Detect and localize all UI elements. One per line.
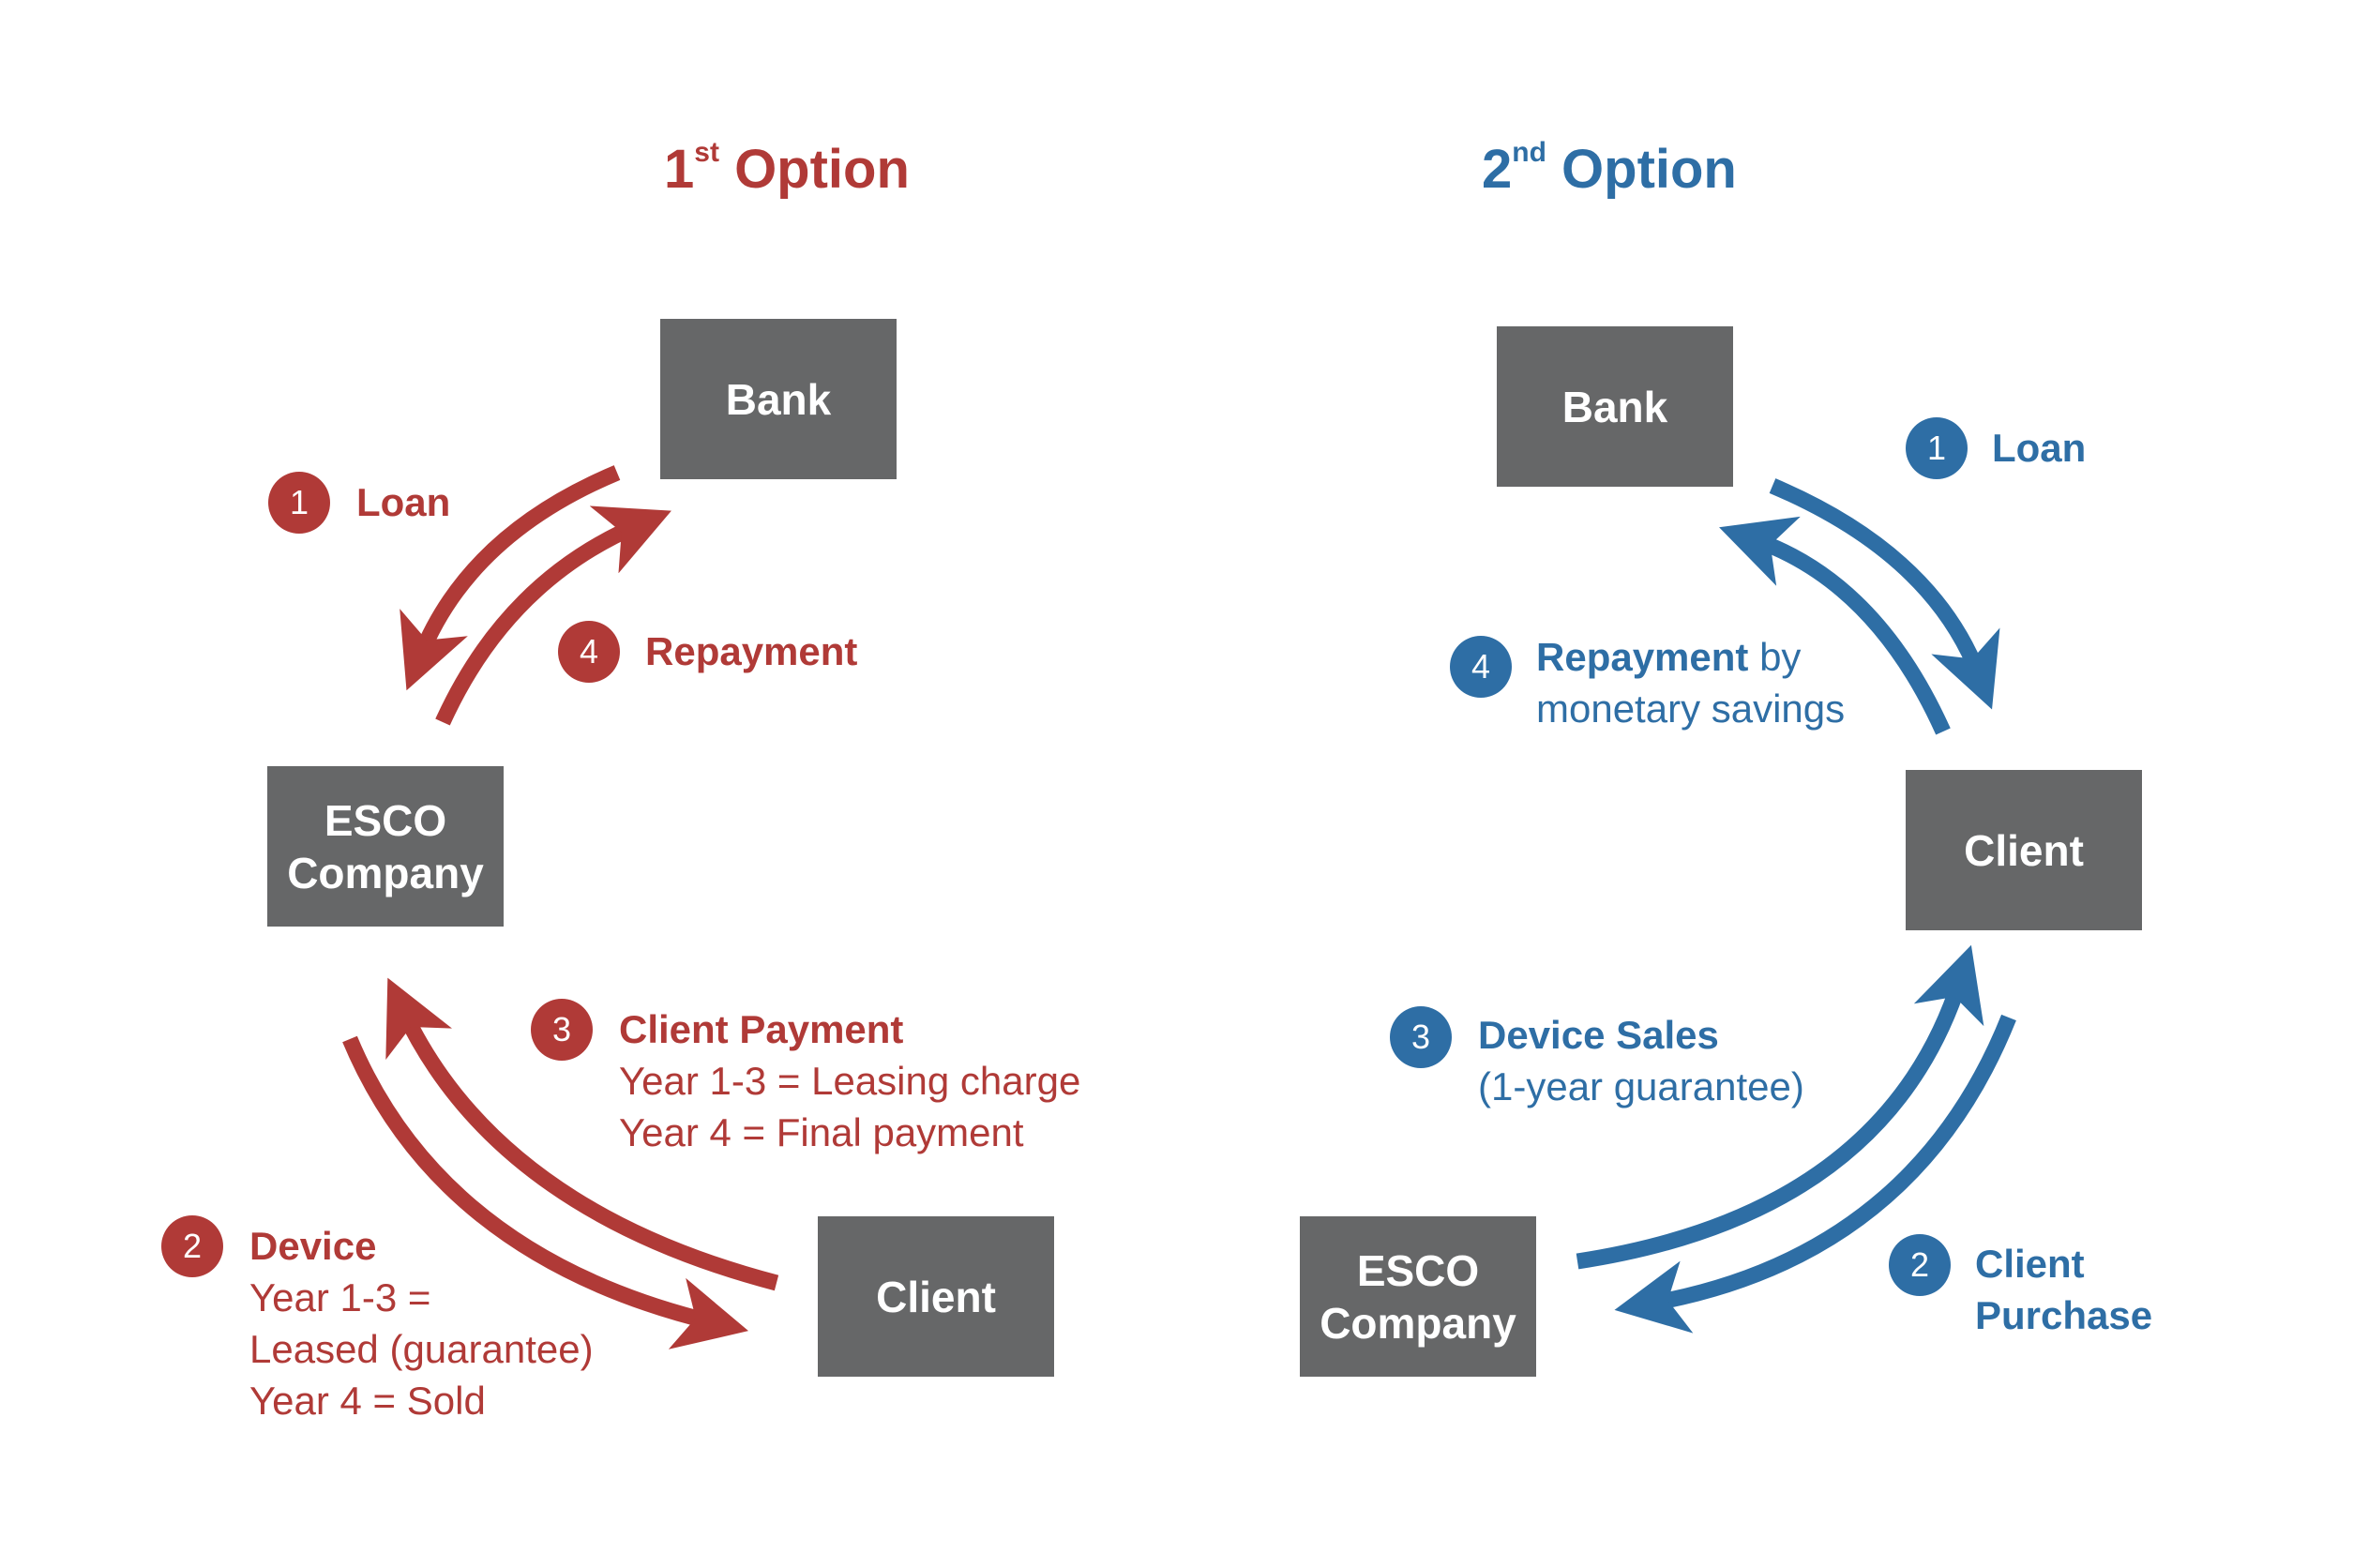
option1-title: 1st Option [664,137,910,200]
option2-step3-label: Device Sales (1-year guarantee) [1478,1013,1804,1108]
option2-step1-badge: 1 [1906,417,1968,479]
arrow-repayment-client-to-bank [1719,516,1951,735]
option2-title: 2nd Option [1482,137,1737,200]
arrow-repayment-esco-to-bank [435,505,671,726]
arrow-loan-bank-to-esco [400,465,621,691]
option1-step1-label: Loan [356,480,451,524]
option1-step3-label: Client Payment Year 1-3 = Leasing charge… [619,1007,1081,1154]
option2-step2-label: Client Purchase [1975,1242,2153,1337]
option1-step1-badge: 1 [268,472,330,534]
option1-step2-label: Device Year 1-3 = Leased (guarantee) Yea… [249,1224,594,1423]
option1-bank-node: Bank [660,319,897,479]
option2-bank-node: Bank [1497,326,1733,487]
arrow-loan-bank-to-client [1769,478,2000,710]
option1-client-node: Client [818,1216,1054,1377]
option2-client-node: Client [1906,770,2142,930]
arrow-payment-client-to-esco [385,977,779,1291]
option1-step4-badge: 4 [558,621,620,683]
arrow-purchase-client-to-esco [1614,1014,2016,1334]
option2-step2-badge: 2 [1889,1234,1951,1296]
option1-step2-badge: 2 [161,1215,223,1277]
option2-step4-label: Repayment by monetary savings [1536,635,1846,731]
option1-step4-label: Repayment [645,629,858,673]
arrow-device-esco-to-client [342,1035,749,1349]
arrow-sales-esco-to-client [1576,944,1984,1270]
option2-step4-badge: 4 [1450,636,1512,698]
option2-step3-badge: 3 [1390,1006,1452,1068]
option1-step3-badge: 3 [531,999,593,1061]
option2-step1-label: Loan [1992,426,2087,470]
